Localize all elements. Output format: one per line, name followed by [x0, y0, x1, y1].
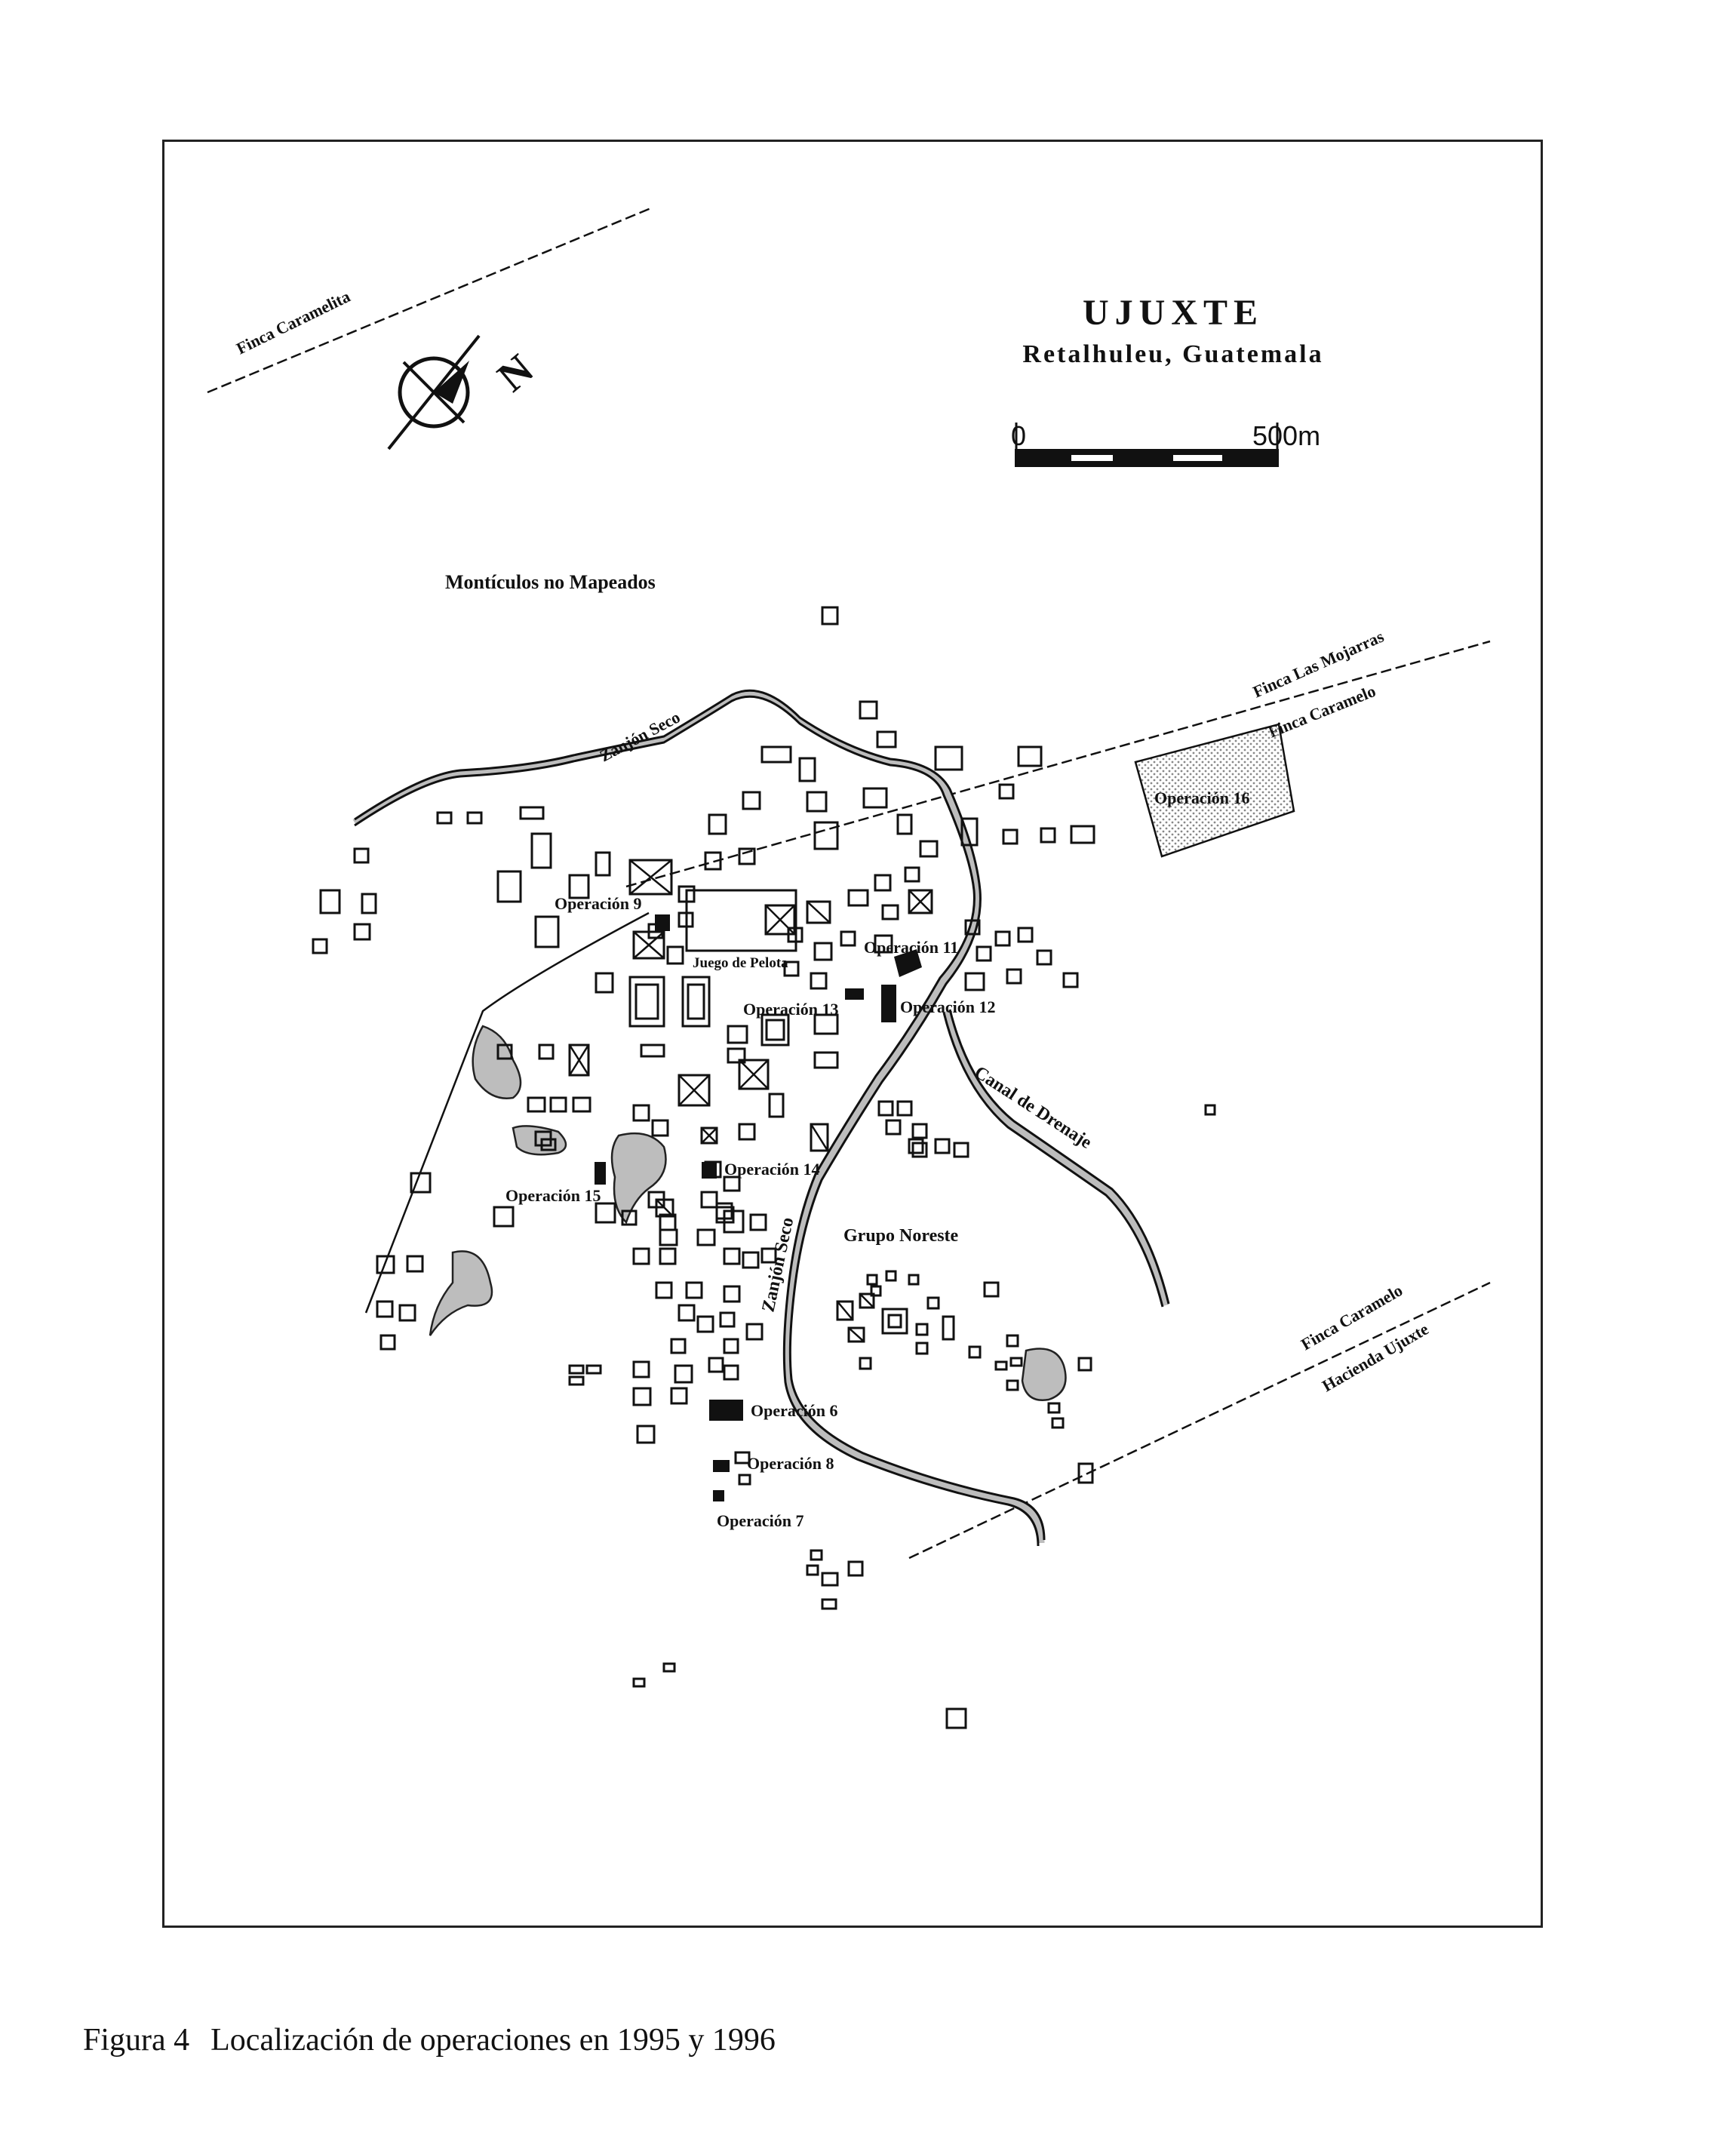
- map-subtitle: Retalhuleu, Guatemala: [1022, 340, 1323, 368]
- mounds: [312, 606, 1216, 1729]
- pond-5: [1021, 1348, 1067, 1401]
- pond-2: [512, 1125, 567, 1156]
- label-op15: Operación 15: [505, 1186, 601, 1205]
- label-monticulos: Montículos no Mapeados: [445, 571, 656, 593]
- label-op11: Operación 11: [864, 938, 958, 957]
- map-title: UJUXTE: [1083, 293, 1264, 333]
- label-grupo-noreste: Grupo Noreste: [843, 1226, 959, 1246]
- pond-4: [429, 1250, 493, 1336]
- label-op6: Operación 6: [751, 1401, 838, 1420]
- label-op14: Operación 14: [724, 1160, 820, 1179]
- label-op16: Operación 16: [1154, 788, 1250, 807]
- figure-caption: Figura 4 Localización de operaciones en 1…: [83, 2022, 797, 2058]
- scale-bar: 0 500m: [1011, 420, 1320, 467]
- label-op12: Operación 12: [900, 997, 996, 1016]
- operation-markers: [595, 914, 922, 1501]
- label-finca-caramelita: Finca Caramelita: [233, 287, 353, 358]
- pond-1: [472, 1025, 522, 1099]
- canal-de-drenaje: [943, 1010, 1169, 1307]
- figure-caption-text: Localización de operaciones en 1995 y 19…: [210, 2023, 776, 2058]
- figure-number: Figura 4: [83, 2023, 190, 2058]
- scale-start-label: 0: [1011, 420, 1026, 451]
- operacion-16-area: [1134, 723, 1295, 858]
- label-op13: Operación 13: [743, 1000, 839, 1019]
- north-label: N: [489, 346, 542, 401]
- map-frame: [162, 140, 1543, 1928]
- main-plaza: [685, 889, 797, 952]
- label-op9: Operación 9: [555, 894, 642, 913]
- scale-end-label: 500m: [1252, 420, 1320, 451]
- label-juego-de-pelota: Juego de Pelota: [693, 955, 788, 971]
- label-op7: Operación 7: [717, 1511, 804, 1530]
- north-arrow-icon: N: [387, 334, 542, 450]
- label-op8: Operación 8: [747, 1454, 834, 1473]
- zanjon-seco-river: [352, 690, 1045, 1544]
- pyramid-mounds: [568, 859, 933, 1343]
- pond-3: [610, 1132, 667, 1225]
